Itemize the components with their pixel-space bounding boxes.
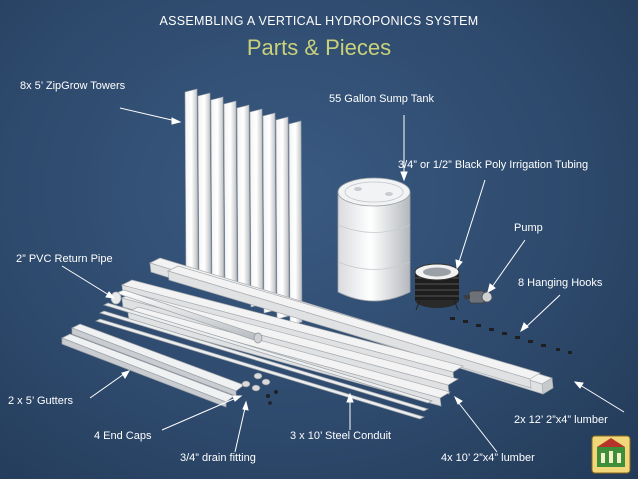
end-caps-and-drain-fitting [241, 372, 278, 405]
label-lumber-10: 4x 10’ 2”x4” lumber [441, 452, 535, 464]
label-conduit: 3 x 10’ Steel Conduit [290, 430, 392, 442]
label-pump: Pump [514, 222, 543, 234]
label-gutters: 2 x 5’ Gutters [8, 395, 74, 407]
slide-title: Parts & Pieces [246, 35, 392, 60]
farm-logo [591, 435, 631, 474]
label-pvc-pipe: 2” PVC Return Pipe [16, 253, 113, 265]
poly-tubing-coil [414, 263, 460, 311]
label-towers: 8x 5’ ZipGrow Towers [20, 80, 126, 92]
pointer-lines [61, 107, 625, 453]
label-end-caps: 4 End Caps [94, 430, 152, 442]
label-tubing: 3/4” or 1/2” Black Poly Irrigation Tubin… [398, 159, 589, 171]
hanging-hooks [450, 317, 572, 354]
gutters [61, 323, 245, 408]
label-drain-fitting: 3/4” drain fitting [180, 452, 256, 464]
pvc-return-pipe [110, 289, 263, 344]
slide-kicker: ASSEMBLING A VERTICAL HYDROPONICS SYSTEM [159, 14, 479, 28]
label-hooks: 8 Hanging Hooks [518, 277, 603, 289]
label-sump-tank: 55 Gallon Sump Tank [329, 93, 434, 105]
steel-conduit [95, 302, 433, 420]
pump [464, 290, 493, 304]
label-lumber-12: 2x 12’ 2”x4” lumber [514, 414, 608, 426]
sump-tank [337, 177, 411, 302]
